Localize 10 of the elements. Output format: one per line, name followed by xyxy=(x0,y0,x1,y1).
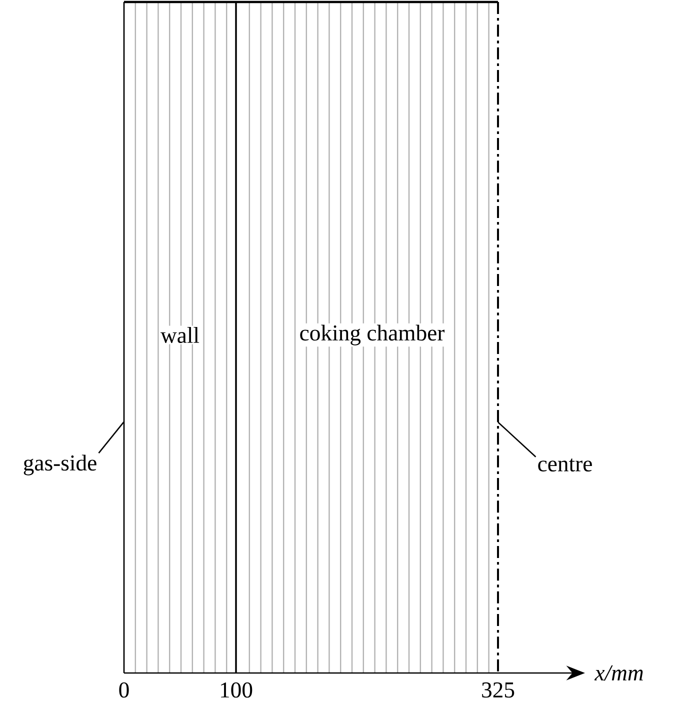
axis-label: x/mm xyxy=(594,665,643,681)
tick-label: 100 xyxy=(221,682,252,698)
tick-label: 0 xyxy=(119,682,129,698)
side-label: gas-side xyxy=(24,454,96,476)
chamber-region: coking chamber xyxy=(236,0,499,673)
leader-line xyxy=(98,422,124,454)
leader-line xyxy=(497,422,536,458)
tick-label: 325 xyxy=(482,682,514,698)
wall-region: wall xyxy=(123,0,237,673)
side-label: centre xyxy=(538,458,592,472)
